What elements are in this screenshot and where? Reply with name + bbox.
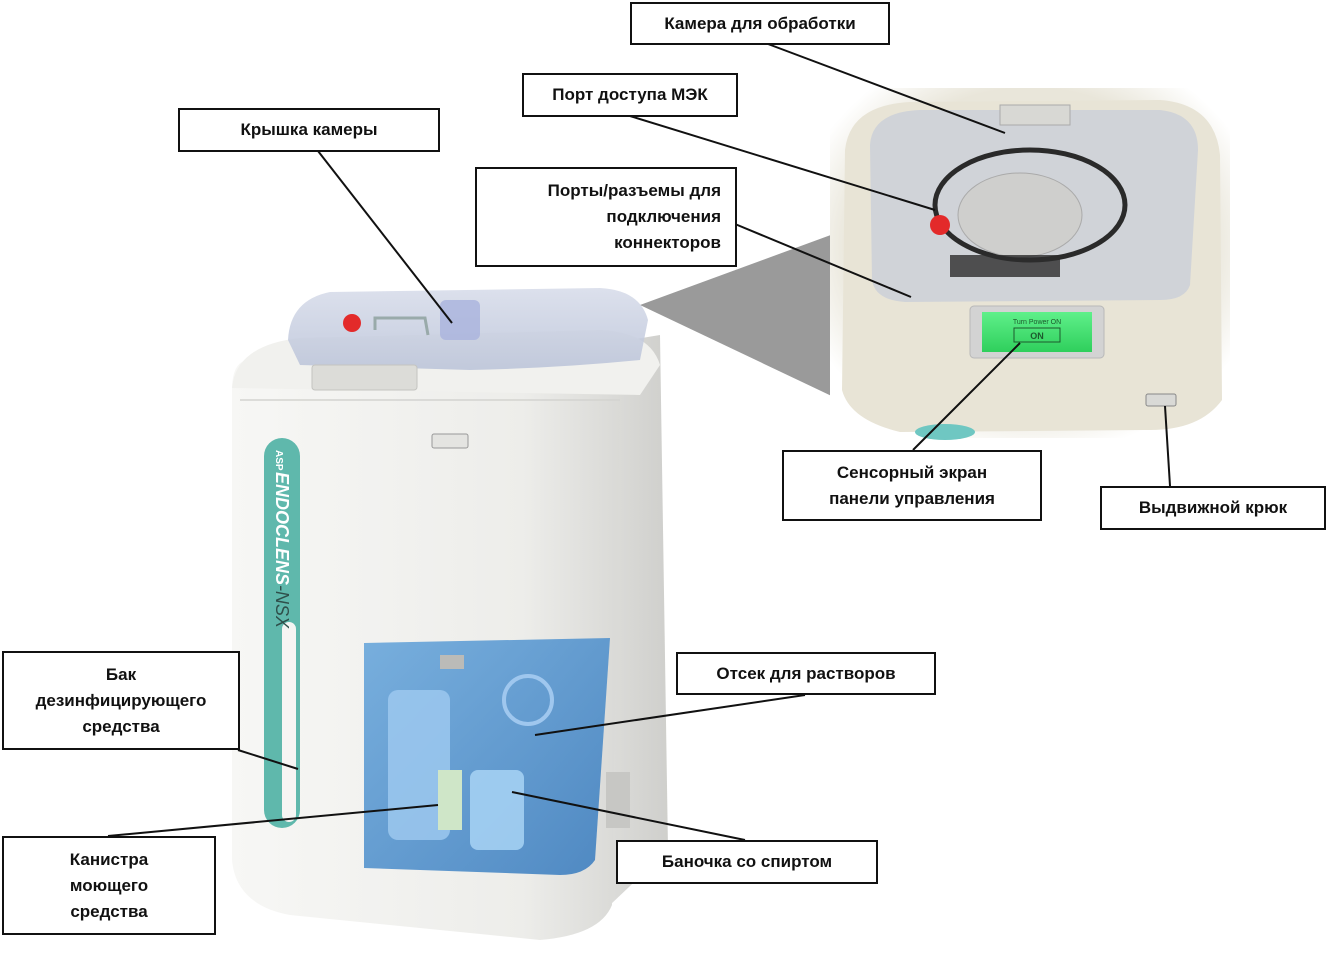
brand-name: ENDOCLENS-NSX (272, 472, 292, 629)
alcohol-bottle-shape (470, 770, 524, 850)
callout-alcohol-bottle: Баночка со спиртом (616, 840, 878, 884)
main-control-panel (311, 364, 418, 391)
leader-detergent-canister (107, 804, 439, 837)
callout-solutions-compartment: Отсек для растворов (676, 652, 936, 695)
leader-solutions-compartment (534, 694, 806, 736)
leader-lines (107, 43, 1171, 841)
leader-hook (1164, 405, 1171, 487)
callout-mek-port: Порт доступа МЭК (522, 73, 738, 117)
inset-basin (957, 172, 1083, 258)
inset-touchscreen (982, 312, 1092, 352)
callout-chamber: Камера для обработки (630, 2, 890, 45)
inset-mek-port (930, 215, 950, 235)
zoom-wedge (640, 225, 870, 400)
callout-disinfectant-tank: Бак дезинфицирующего средства (2, 651, 240, 750)
callout-detergent-canister: Канистра моющего средства (2, 836, 216, 935)
mek-port-cap (343, 314, 361, 332)
brand-logo: ASP (273, 450, 284, 471)
callout-hook: Выдвижной крюк (1100, 486, 1326, 530)
leader-touchscreen (912, 342, 1021, 451)
leader-disinfectant-tank (237, 749, 299, 770)
leader-mek-port (629, 115, 936, 211)
inset-hook (1145, 393, 1177, 407)
screen-on-button: ON (1030, 331, 1044, 341)
callout-lid: Крышка камеры (178, 108, 440, 152)
leader-chamber (767, 43, 1006, 134)
detergent-canister-shape (388, 690, 450, 840)
leader-connector-ports (734, 223, 912, 298)
leader-alcohol-bottle (511, 791, 746, 841)
main-machine: ASP ENDOCLENS-NSX (232, 288, 668, 940)
screen-caption: Turn Power ON (1013, 319, 1061, 326)
callout-connector-ports: Порты/разъемы для подключения коннекторо… (475, 167, 737, 267)
leader-lid (317, 150, 453, 324)
callout-touchscreen: Сенсорный экран панели управления (782, 450, 1042, 521)
tank-window (282, 622, 296, 822)
inset-closeup: Turn Power ON ON (830, 88, 1230, 440)
brand-name-light: -NSX (272, 585, 292, 629)
brand-name-bold: ENDOCLENS (272, 472, 292, 585)
hook-main (431, 433, 469, 449)
